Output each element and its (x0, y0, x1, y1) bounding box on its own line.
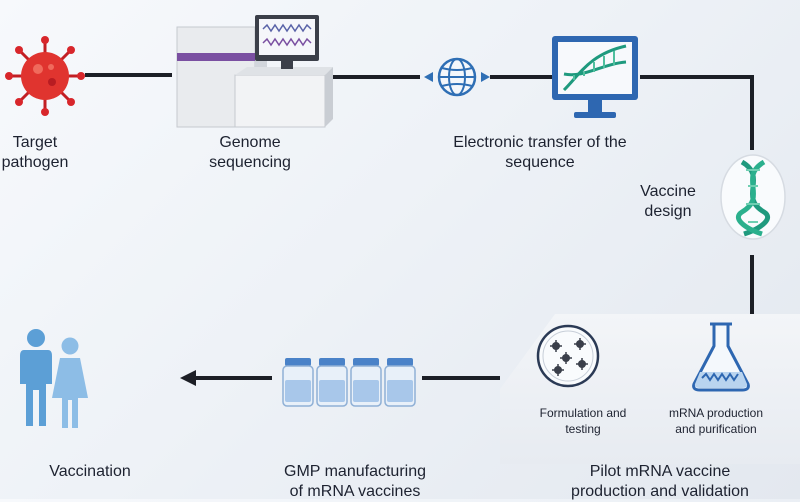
petri-dish-icon (536, 324, 600, 388)
arrow-left-icon (180, 370, 260, 386)
label-vaccination: Vaccination (49, 463, 131, 480)
people-icon (20, 329, 88, 428)
monitor-dna-icon (552, 36, 638, 118)
flask-icon (692, 322, 750, 392)
globe-transfer-icon (424, 57, 490, 97)
dna-icon (720, 154, 786, 240)
virus-icon (5, 36, 85, 116)
sequencer-icon (176, 15, 333, 128)
vials-icon (282, 358, 416, 407)
